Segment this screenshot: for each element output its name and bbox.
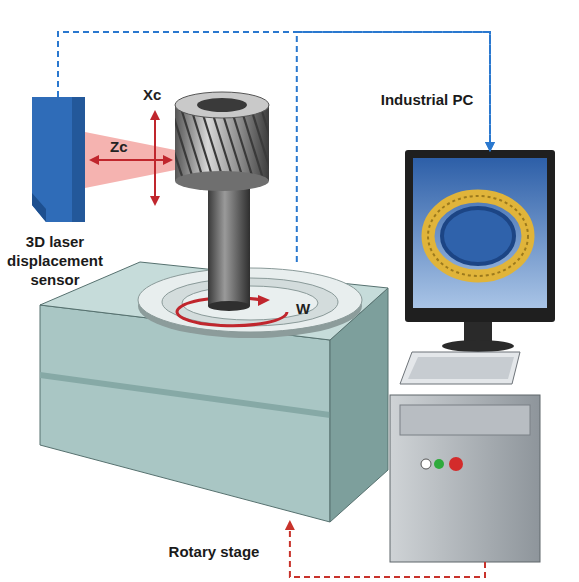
sensor-label: 3D laser displacement sensor — [3, 232, 107, 289]
pc-node: Industrial PC — [390, 150, 555, 562]
axis-label: Xc — [143, 86, 161, 103]
rotation-label: W — [296, 300, 310, 317]
signal-connector — [290, 522, 485, 577]
signal-connector — [297, 32, 490, 262]
stage-node: Rotary stage — [40, 262, 388, 522]
axis-label: Zc — [110, 138, 128, 155]
shaft — [208, 178, 250, 306]
axis-arrows — [89, 110, 173, 206]
monitor — [405, 150, 555, 352]
sensor-node: 3D laser displacement sensor — [32, 97, 85, 222]
pc-label: Industrial PC — [372, 90, 482, 109]
signal-connector — [58, 32, 490, 150]
helical-gear — [160, 92, 285, 191]
keyboard — [400, 352, 520, 384]
laser-beam — [85, 132, 175, 188]
shaft-base — [208, 301, 250, 311]
sensor-housing — [32, 97, 85, 222]
stage-label: Rotary stage — [40, 542, 388, 561]
pc-tower — [390, 395, 540, 562]
